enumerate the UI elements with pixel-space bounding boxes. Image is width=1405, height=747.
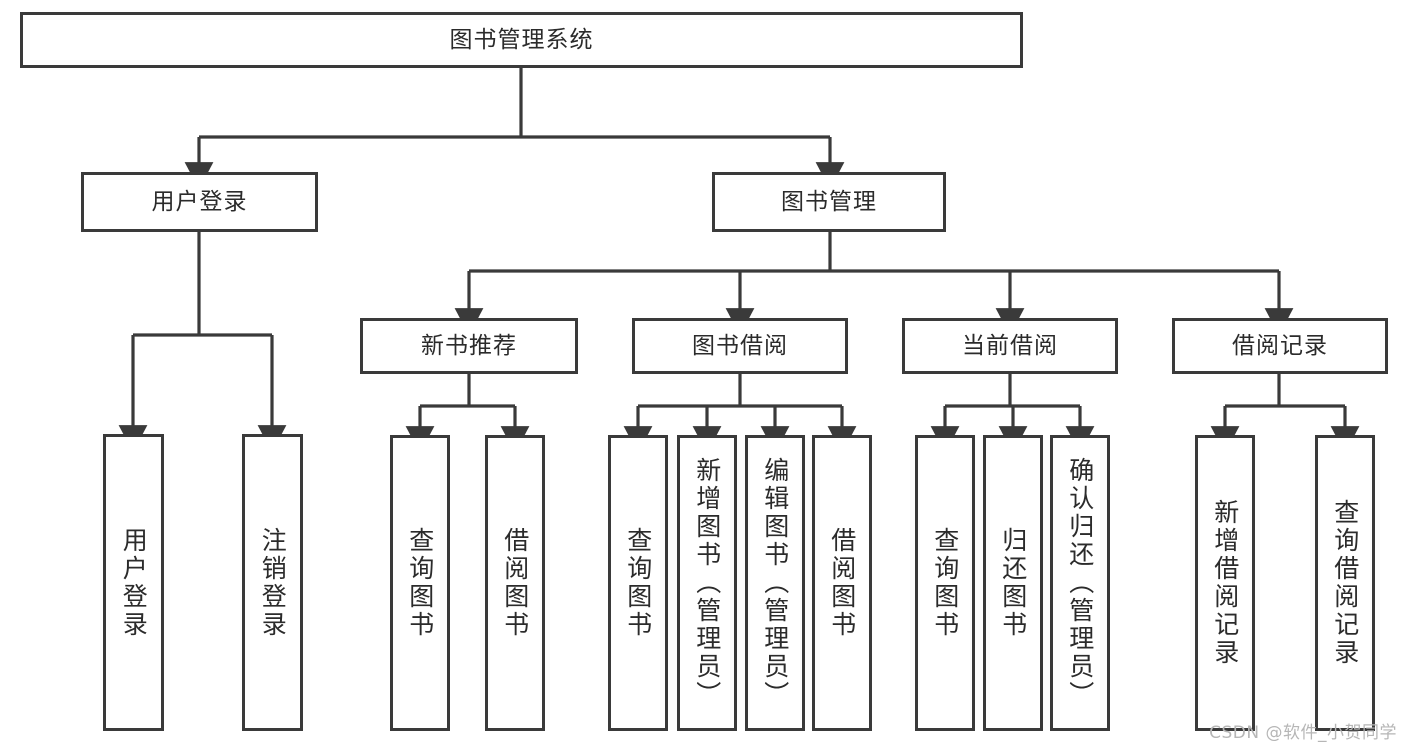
leaf-book-borrow-2[interactable]: 新增图书（管理员） bbox=[677, 435, 737, 731]
leaf-label: 查询借阅记录 bbox=[1330, 499, 1360, 667]
leaf-label: 新增借阅记录 bbox=[1210, 499, 1240, 667]
leaf-label: 新增图书（管理员） bbox=[692, 457, 722, 709]
node-borrow-record[interactable]: 借阅记录 bbox=[1172, 318, 1388, 374]
leaf-label: 归还图书 bbox=[998, 527, 1028, 639]
node-new-book-recommend[interactable]: 新书推荐 bbox=[360, 318, 578, 374]
leaf-book-borrow-4[interactable]: 借阅图书 bbox=[812, 435, 872, 731]
node-root-label: 图书管理系统 bbox=[449, 26, 594, 53]
leaf-label: 借阅图书 bbox=[500, 527, 530, 639]
leaf-label: 用户登录 bbox=[119, 526, 149, 639]
leaf-borrow-record-1[interactable]: 新增借阅记录 bbox=[1195, 435, 1255, 731]
node-user-login[interactable]: 用户登录 bbox=[81, 172, 318, 232]
node-book-management-label: 图书管理 bbox=[781, 188, 877, 215]
leaf-new-book-recommend-2[interactable]: 借阅图书 bbox=[485, 435, 545, 731]
leaf-user-login-1[interactable]: 用户登录 bbox=[103, 434, 164, 731]
leaf-label: 查询图书 bbox=[623, 527, 653, 639]
node-user-login-label: 用户登录 bbox=[151, 188, 248, 215]
leaf-book-borrow-3[interactable]: 编辑图书（管理员） bbox=[745, 435, 805, 731]
leaf-label: 注销登录 bbox=[258, 526, 288, 639]
leaf-current-borrow-1[interactable]: 查询图书 bbox=[915, 435, 975, 731]
node-book-management[interactable]: 图书管理 bbox=[712, 172, 946, 232]
node-new-book-recommend-label: 新书推荐 bbox=[421, 332, 517, 359]
node-current-borrow-label: 当前借阅 bbox=[962, 332, 1058, 359]
leaf-label: 借阅图书 bbox=[827, 527, 857, 639]
leaf-label: 查询图书 bbox=[405, 527, 435, 639]
node-root[interactable]: 图书管理系统 bbox=[20, 12, 1023, 68]
leaf-book-borrow-1[interactable]: 查询图书 bbox=[608, 435, 668, 731]
leaf-current-borrow-3[interactable]: 确认归还（管理员） bbox=[1050, 435, 1110, 731]
leaf-borrow-record-2[interactable]: 查询借阅记录 bbox=[1315, 435, 1375, 731]
node-book-borrow-label: 图书借阅 bbox=[692, 332, 788, 359]
watermark: CSDN @软件_小贺同学 bbox=[1209, 723, 1397, 743]
leaf-label: 查询图书 bbox=[930, 527, 960, 639]
node-borrow-record-label: 借阅记录 bbox=[1232, 332, 1328, 359]
node-book-borrow[interactable]: 图书借阅 bbox=[632, 318, 848, 374]
leaf-user-login-2[interactable]: 注销登录 bbox=[242, 434, 303, 731]
leaf-current-borrow-2[interactable]: 归还图书 bbox=[983, 435, 1043, 731]
leaf-label: 确认归还（管理员） bbox=[1065, 457, 1095, 709]
leaf-new-book-recommend-1[interactable]: 查询图书 bbox=[390, 435, 450, 731]
node-current-borrow[interactable]: 当前借阅 bbox=[902, 318, 1118, 374]
leaf-label: 编辑图书（管理员） bbox=[760, 457, 790, 709]
